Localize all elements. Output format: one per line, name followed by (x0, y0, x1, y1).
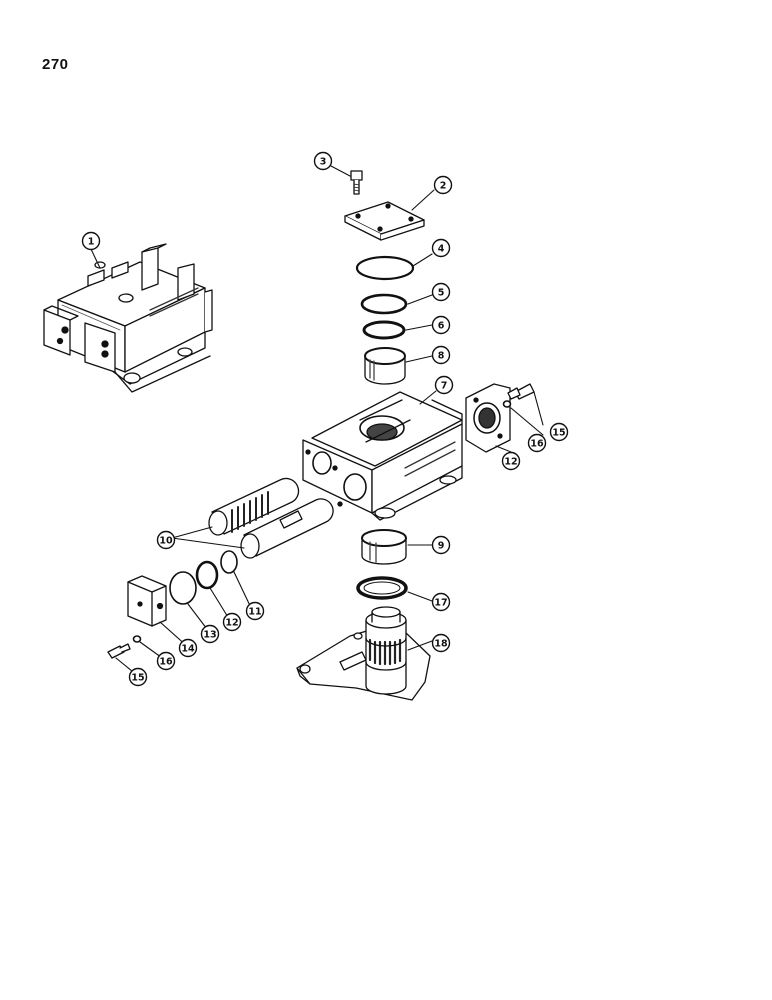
page-number: 270 (42, 56, 69, 73)
callout-13: 13 (200, 624, 220, 644)
end-cover-12-upper (465, 383, 511, 453)
svg-text:14: 14 (181, 644, 195, 655)
ring-13 (169, 571, 197, 605)
bushing-8 (364, 347, 406, 385)
svg-text:2: 2 (440, 181, 447, 192)
svg-text:9: 9 (438, 541, 445, 552)
svg-text:12: 12 (504, 457, 517, 468)
ring-12-lower (195, 560, 219, 590)
shaft-arm-18 (296, 606, 431, 701)
end-cap-14 (127, 575, 167, 627)
callout-17: 17 (431, 592, 451, 612)
callout-16-lower: 16 (156, 651, 176, 671)
cover-plate-2 (344, 201, 425, 241)
valve-housing-7 (302, 391, 463, 521)
bushing-9 (361, 529, 407, 565)
svg-text:15: 15 (131, 673, 144, 684)
svg-text:16: 16 (530, 439, 544, 450)
assembled-valve-body (43, 243, 213, 393)
spools-10 (208, 477, 334, 559)
ring-5 (360, 293, 408, 315)
ring-6 (362, 320, 406, 340)
svg-text:10: 10 (159, 536, 173, 547)
svg-text:3: 3 (320, 157, 327, 168)
svg-text:13: 13 (203, 630, 216, 641)
svg-text:12: 12 (225, 618, 238, 629)
ring-11 (220, 550, 238, 574)
svg-text:6: 6 (438, 321, 445, 332)
callout-8: 8 (431, 345, 451, 365)
callout-16-upper: 16 (527, 433, 547, 453)
svg-text:17: 17 (434, 598, 447, 609)
callout-9: 9 (431, 535, 451, 555)
svg-text:16: 16 (159, 657, 173, 668)
callout-6: 6 (431, 315, 451, 335)
seal-17 (356, 576, 408, 600)
callout-18: 18 (431, 633, 451, 653)
svg-text:7: 7 (441, 381, 448, 392)
seal-ring-4 (355, 255, 415, 281)
svg-text:5: 5 (438, 288, 445, 299)
callout-10: 10 (156, 530, 176, 550)
svg-text:1: 1 (88, 237, 95, 248)
callout-5: 5 (431, 282, 451, 302)
callout-15-upper: 15 (549, 422, 569, 442)
svg-text:8: 8 (438, 351, 445, 362)
bolt-15-upper (507, 383, 535, 400)
callout-1: 1 (81, 231, 101, 251)
callout-3: 3 (313, 151, 333, 171)
callout-2: 2 (433, 175, 453, 195)
callout-4: 4 (431, 238, 451, 258)
callout-7: 7 (434, 375, 454, 395)
washer-16-upper (502, 400, 512, 408)
callout-14: 14 (178, 638, 198, 658)
svg-text:15: 15 (552, 428, 565, 439)
callout-15-lower: 15 (128, 667, 148, 687)
svg-text:11: 11 (248, 607, 261, 618)
callout-12-upper: 12 (501, 451, 521, 471)
washer-16-lower (132, 635, 142, 643)
bolt-15-lower (107, 643, 131, 659)
callout-12-lower: 12 (222, 612, 242, 632)
bolt-3 (350, 170, 363, 195)
svg-text:4: 4 (438, 244, 445, 255)
callout-11: 11 (245, 601, 265, 621)
svg-text:18: 18 (434, 639, 448, 650)
